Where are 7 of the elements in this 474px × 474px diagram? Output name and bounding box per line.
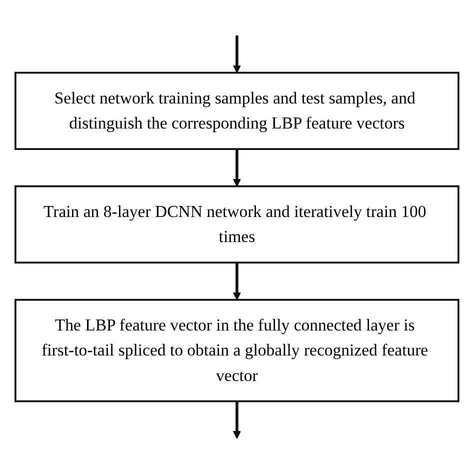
node-box: The LBP feature vector in the fully connected layer is first-to-tail spliced to obtain a globally recognized feature vector [14, 298, 460, 402]
node-box: Train an 8-layer DCNN network and iteratively train 100 times [14, 185, 460, 264]
arrow [232, 262, 242, 300]
arrow [232, 149, 242, 187]
arrow [232, 401, 242, 439]
arrow [232, 36, 242, 74]
node-box: Select network training samples and test samples, and distinguish the corresponding LBP feature vectors [14, 72, 460, 150]
